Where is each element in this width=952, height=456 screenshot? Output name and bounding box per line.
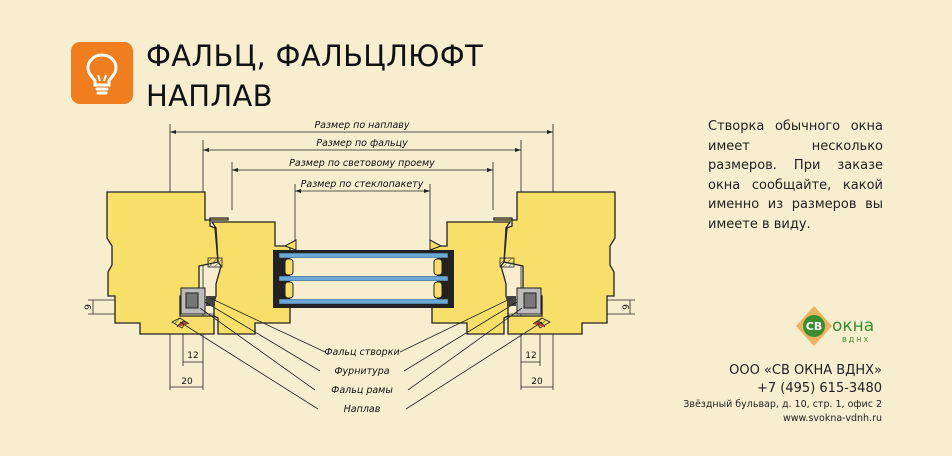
title-line-1: ФАЛЬЦ, ФАЛЬЦЛЮФТ xyxy=(146,39,484,73)
hardware-left xyxy=(180,287,215,315)
dim-9-right: 9 xyxy=(622,304,632,310)
right-frame xyxy=(493,191,616,335)
logo-leaf-icon xyxy=(796,306,832,346)
company-address: Звёздный бульвар, д. 10, стр. 1, офис 2 xyxy=(683,399,882,410)
label-light-size: Размер по световому проему xyxy=(289,158,435,169)
label-glass-size: Размер по стеклопакету xyxy=(301,179,424,190)
company-info: ООО «СВ ОКНА ВДНХ» +7 (495) 615-3480 Звё… xyxy=(683,362,882,426)
lightbulb-icon xyxy=(86,53,118,95)
company-phone[interactable]: +7 (495) 615-3480 xyxy=(757,381,882,396)
dim-20-left: 20 xyxy=(181,377,193,387)
left-frame xyxy=(106,191,229,335)
hardware-right xyxy=(507,287,542,315)
dim-9-left: 9 xyxy=(84,304,94,310)
dim-20-right: 20 xyxy=(531,377,543,387)
title-line-2: НАПЛАВ xyxy=(146,79,273,113)
dim-12-left: 12 xyxy=(187,351,198,361)
logo-word: окна xyxy=(832,316,874,336)
glass-unit xyxy=(273,239,454,308)
company-logo: СВ окна ВДНХ xyxy=(796,306,874,346)
logo-mark: СВ xyxy=(806,320,822,333)
company-website[interactable]: www.svokna-vdnh.ru xyxy=(783,413,882,424)
label-rebate-size: Размер по фальцу xyxy=(316,138,408,149)
company-name: ООО «СВ ОКНА ВДНХ» xyxy=(729,363,882,378)
lightbulb-tile xyxy=(71,42,133,104)
logo-sub: ВДНХ xyxy=(842,336,870,344)
callout-sash-rebate: Фальц створки xyxy=(324,347,399,358)
callout-frame-rebate: Фальц рамы xyxy=(331,385,393,396)
callout-hardware: Фурнитура xyxy=(334,366,389,377)
label-overlap-size: Размер по наплаву xyxy=(314,120,409,131)
dim-12-right: 12 xyxy=(525,351,536,361)
page-title: ФАЛЬЦ, ФАЛЬЦЛЮФТ НАПЛАВ xyxy=(146,36,483,116)
description-text: Створка обычного окна имеет несколько ра… xyxy=(708,119,883,232)
callout-overlap: Наплав xyxy=(344,404,381,415)
